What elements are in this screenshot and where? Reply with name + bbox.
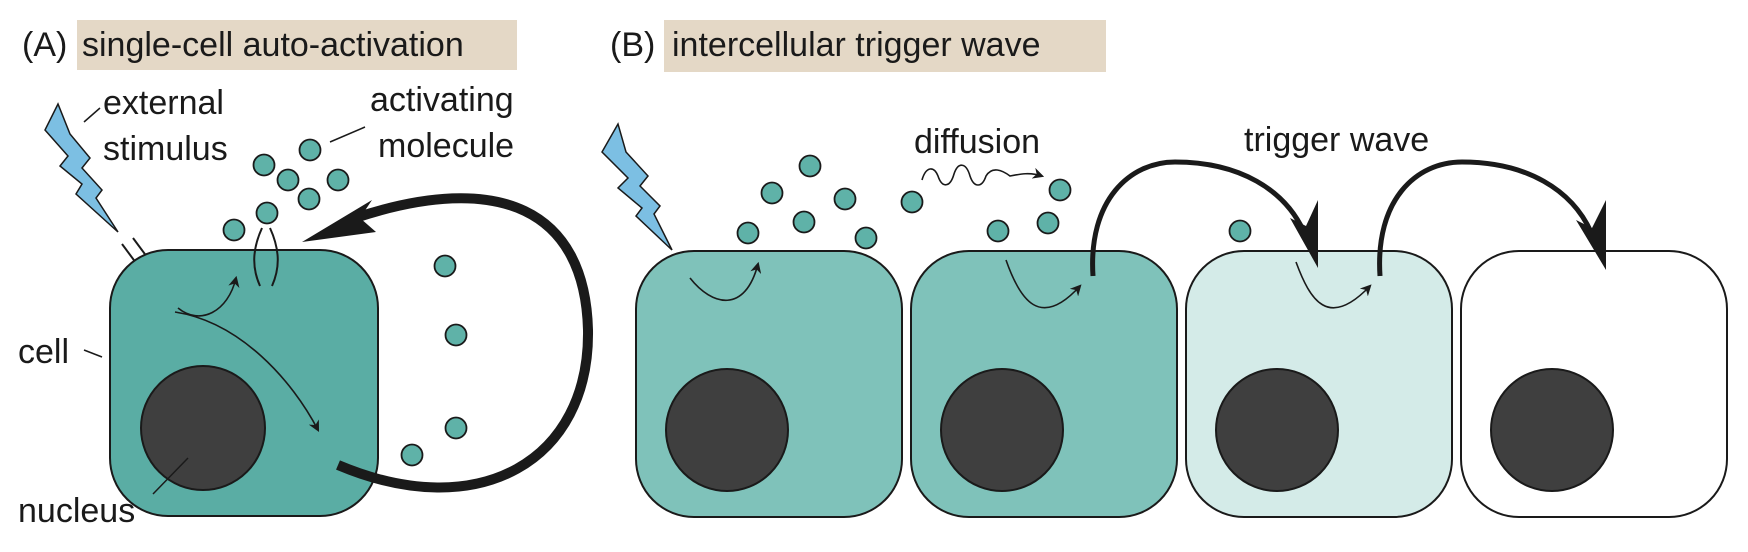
trigger-wave-arrow bbox=[1377, 159, 1594, 277]
molecule bbox=[444, 416, 468, 440]
trigger-wave-arrowhead bbox=[1290, 200, 1318, 268]
molecule bbox=[736, 221, 760, 245]
feedback-arrowhead bbox=[302, 200, 376, 242]
diffusion-label: diffusion bbox=[914, 123, 1040, 161]
panel-a-letter: (A) bbox=[22, 26, 67, 64]
nucleus-3 bbox=[1215, 368, 1339, 492]
nucleus-4 bbox=[1490, 368, 1614, 492]
activation-arrow bbox=[1005, 259, 1082, 309]
lightning-bolt-icon bbox=[44, 102, 119, 233]
lightning-bolt-icon bbox=[601, 122, 673, 251]
external-stimulus-label: external bbox=[103, 84, 224, 122]
nucleus-1 bbox=[665, 368, 789, 492]
molecule bbox=[792, 210, 816, 234]
cell-3 bbox=[1185, 250, 1453, 518]
activation-arrow bbox=[689, 261, 762, 302]
panel-a-title: single-cell auto-activation bbox=[82, 26, 464, 64]
panel-b-title-band bbox=[664, 20, 1106, 72]
activating-molecule-label: molecule bbox=[378, 127, 514, 165]
secretion-pore bbox=[253, 227, 263, 287]
leader-line bbox=[329, 126, 366, 143]
leader-line bbox=[83, 107, 101, 123]
molecule bbox=[252, 153, 276, 177]
molecules-a bbox=[222, 138, 468, 467]
leader-line bbox=[152, 457, 189, 495]
molecule bbox=[255, 201, 279, 225]
activation-arrow bbox=[177, 275, 240, 317]
diffusion-arrow bbox=[921, 164, 1045, 186]
trigger-wave-arrowhead bbox=[1576, 200, 1606, 270]
molecule bbox=[326, 168, 350, 192]
cell-1 bbox=[635, 250, 903, 518]
trigger-wave-arrow bbox=[1090, 159, 1307, 277]
nucleus-2 bbox=[940, 368, 1064, 492]
molecule bbox=[433, 254, 457, 278]
activation-arrow bbox=[1295, 261, 1372, 309]
molecule bbox=[444, 323, 468, 347]
molecule bbox=[798, 154, 822, 178]
molecule bbox=[854, 226, 878, 250]
panel-b-letter: (B) bbox=[610, 26, 655, 64]
molecule bbox=[986, 219, 1010, 243]
molecule bbox=[298, 138, 322, 162]
molecule bbox=[1048, 178, 1072, 202]
molecule bbox=[276, 168, 300, 192]
molecule bbox=[297, 187, 321, 211]
leader-line bbox=[83, 349, 103, 358]
molecule bbox=[1036, 211, 1060, 235]
nucleus-a bbox=[140, 365, 266, 491]
feedback-arrow bbox=[336, 193, 594, 493]
molecules-b bbox=[736, 154, 1252, 250]
secretion-pore bbox=[269, 227, 279, 287]
signal-arrow bbox=[174, 311, 320, 432]
cell-2 bbox=[910, 250, 1178, 518]
external-stimulus-label: stimulus bbox=[103, 130, 228, 168]
trigger-wave-label: trigger wave bbox=[1244, 121, 1429, 159]
panel-b-title: intercellular trigger wave bbox=[672, 26, 1041, 64]
molecule bbox=[833, 187, 857, 211]
panel-a: (A) single-cell auto-activation bbox=[18, 20, 594, 530]
cell-label: cell bbox=[18, 333, 69, 371]
molecule bbox=[1228, 219, 1252, 243]
molecule bbox=[760, 181, 784, 205]
molecule bbox=[400, 443, 424, 467]
cell-4 bbox=[1460, 250, 1728, 518]
panel-b: (B) intercellular trigger wave bbox=[601, 20, 1728, 518]
activating-molecule-label: activating bbox=[370, 81, 514, 119]
nucleus-label: nucleus bbox=[18, 492, 135, 530]
panel-a-title-band bbox=[77, 20, 517, 70]
molecule bbox=[900, 190, 924, 214]
molecule bbox=[222, 218, 246, 242]
